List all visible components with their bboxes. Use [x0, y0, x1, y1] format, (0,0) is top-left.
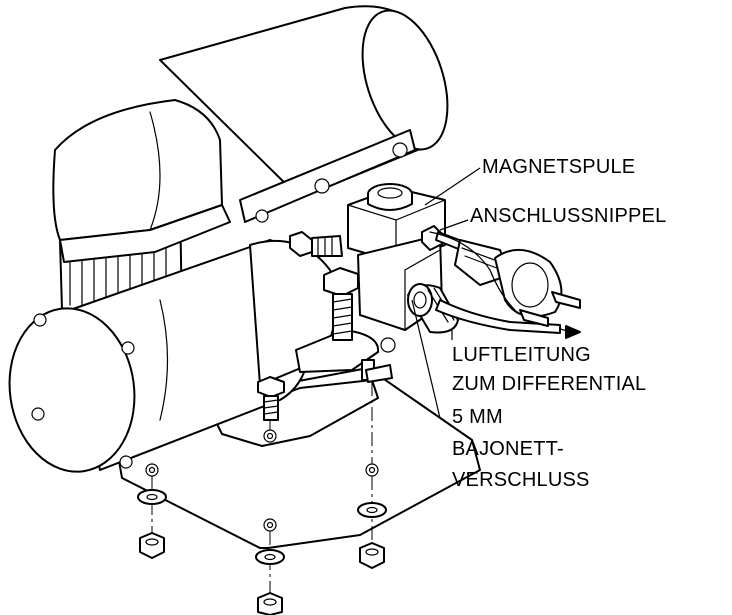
electrical-connector: [429, 231, 581, 327]
front-cylinder: [8, 239, 312, 473]
label-air-line-2: ZUM DIFFERENTIAL: [452, 373, 647, 395]
washers-and-nuts: [137, 382, 387, 615]
right-stud: [361, 337, 396, 383]
label-size: 5 MM: [452, 406, 503, 428]
inlet-fitting: [289, 231, 343, 257]
label-bayonet-1: BAJONETT-: [452, 438, 564, 460]
label-bayonet-2: VERSCHLUSS: [452, 469, 590, 491]
top-bolt: [323, 267, 359, 341]
label-solenoid: MAGNETSPULE: [482, 156, 636, 178]
air-hose: [435, 299, 581, 339]
left-stud: [257, 376, 285, 421]
label-fitting: ANSCHLUSSNIPPEL: [470, 205, 667, 227]
pump-block: [249, 239, 380, 386]
leader-lines: [411, 167, 481, 419]
label-air-line-1: LUFTLEITUNG: [452, 344, 591, 366]
rear-cylinder: [159, 5, 449, 223]
